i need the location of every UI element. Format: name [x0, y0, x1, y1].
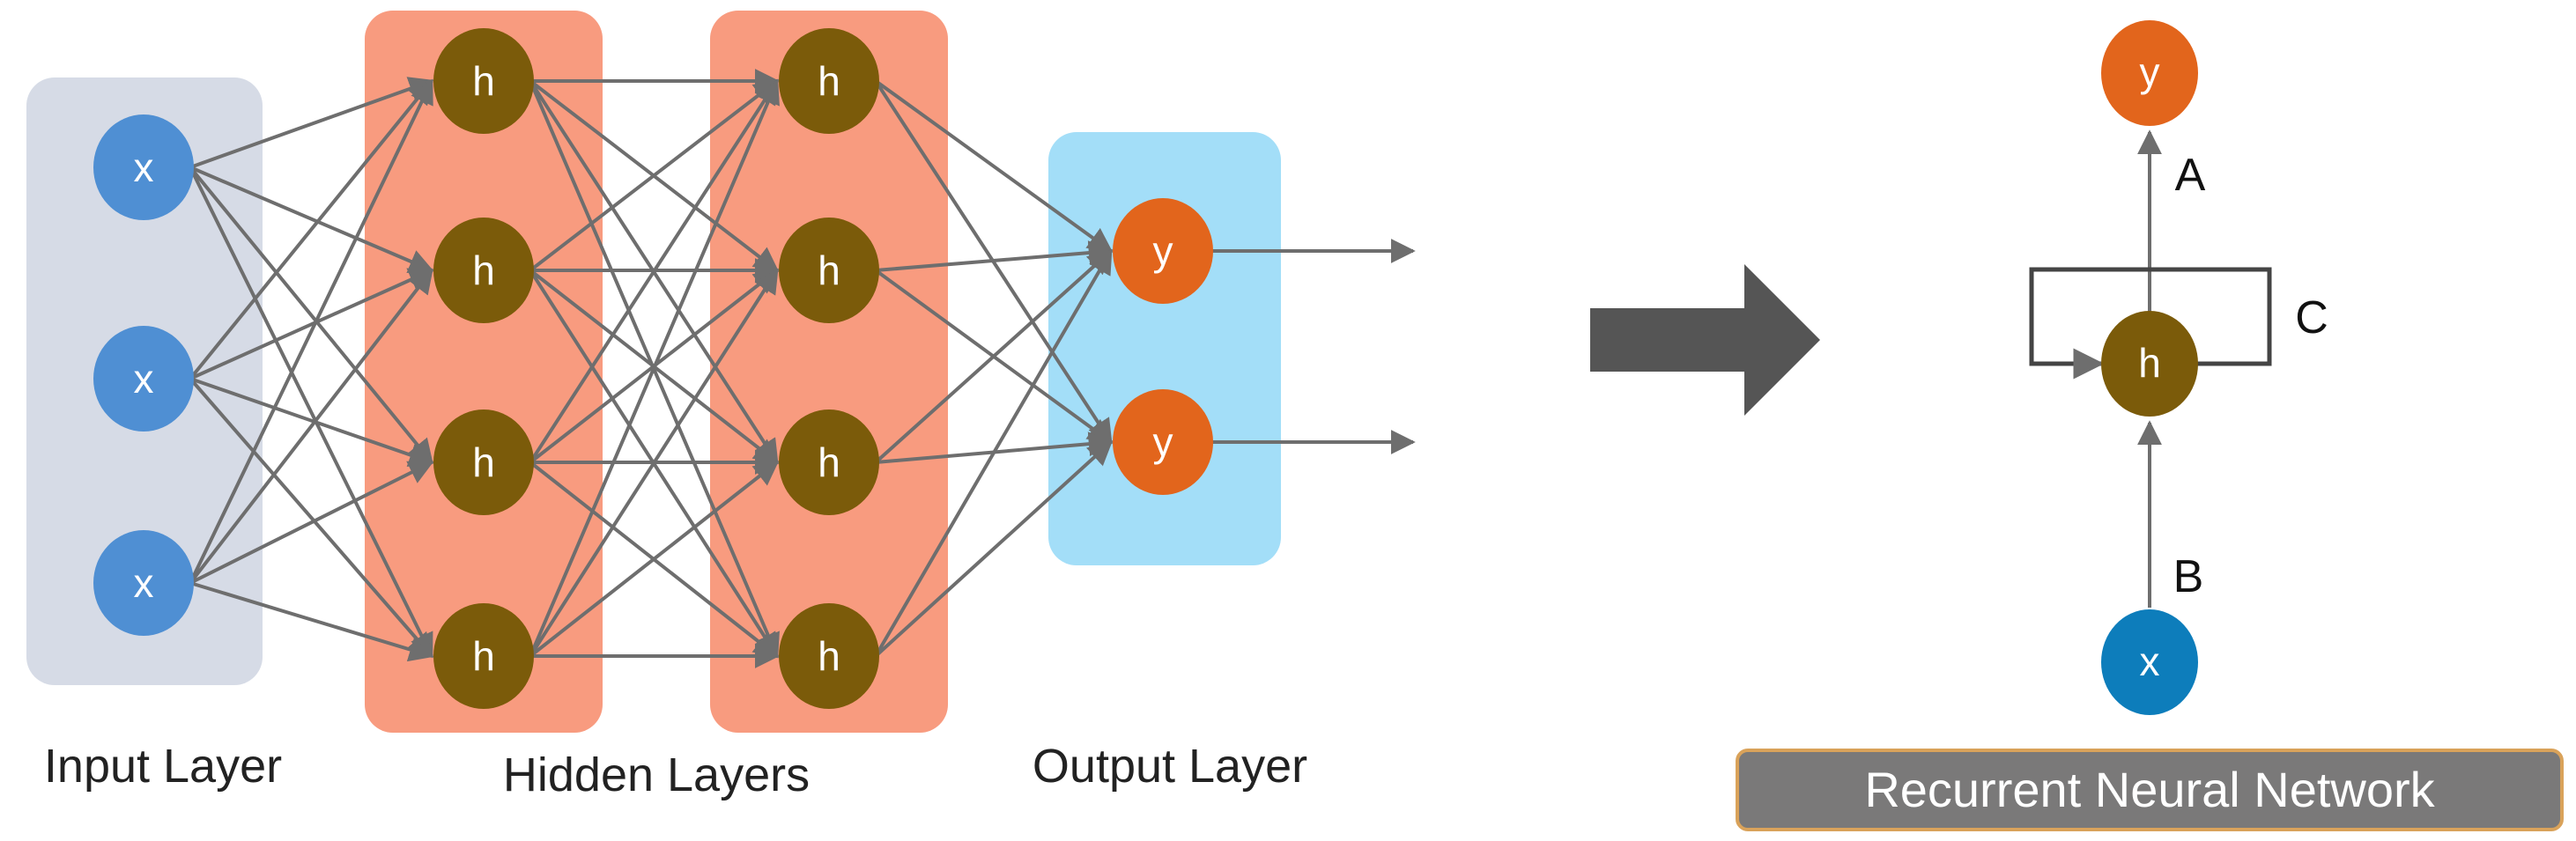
connection-input-node-1-to-hidden-layer-1-node-1 — [189, 77, 434, 169]
connection-hidden-layer-1-node-4-to-hidden-layer-2-node-2 — [529, 268, 779, 658]
hidden-layer-2-node-4 — [779, 603, 879, 709]
hidden-layer-2-node-3 — [779, 409, 879, 515]
hidden-layer-2-node-4-label: h — [818, 633, 840, 679]
connection-input-node-3-to-hidden-layer-1-node-1 — [189, 78, 433, 584]
connection-input-node-3-to-hidden-layer-1-node-4 — [189, 581, 434, 662]
rnn-edge-c-label: C — [2295, 292, 2328, 343]
hidden-layer-1-node-2 — [433, 218, 534, 323]
output-node-1-label: y — [1153, 228, 1173, 274]
connection-hidden-layer-2-node-1-to-output-node-1 — [874, 79, 1114, 253]
input-node-3-label: x — [134, 560, 154, 606]
hidden-layer-1-node-1-label: h — [472, 58, 495, 104]
hidden-layer-1-node-2-label: h — [472, 247, 495, 293]
connection-input-node-3-to-hidden-layer-1-node-2 — [189, 268, 433, 585]
connection-input-node-1-to-hidden-layer-1-node-2 — [189, 166, 434, 273]
transition-arrow — [1590, 264, 1820, 416]
input-node-1-label: x — [134, 144, 154, 190]
hidden-layer-1-panel — [365, 11, 603, 733]
hidden-layer-1-node-3-label: h — [472, 439, 495, 485]
connection-hidden-layer-1-node-4-to-hidden-layer-2-node-1 — [529, 78, 780, 657]
rnn-input-node-label: x — [2140, 638, 2160, 684]
connection-input-node-2-to-hidden-layer-1-node-2 — [189, 268, 434, 380]
input-node-2 — [93, 326, 194, 432]
rnn-title-bar — [1736, 749, 2564, 831]
input-node-1 — [93, 114, 194, 220]
rnn-output-node-label: y — [2140, 49, 2160, 95]
output-layer-label: Output Layer — [1033, 740, 1307, 793]
output-node-2 — [1113, 389, 1213, 495]
input-layer-label: Input Layer — [44, 740, 282, 793]
rnn-hidden-node-label: h — [2138, 340, 2161, 386]
rnn-recurrent-loop — [2029, 267, 2272, 380]
connection-input-node-2-to-hidden-layer-1-node-4 — [189, 377, 433, 659]
input-node-3 — [93, 530, 194, 636]
feedforward-connections — [189, 69, 1114, 668]
rnn-edge-a-label: A — [2175, 150, 2206, 201]
connection-hidden-layer-2-node-3-to-output-node-1 — [874, 249, 1114, 464]
connection-input-node-3-to-hidden-layer-1-node-3 — [189, 461, 434, 585]
connection-hidden-layer-1-node-2-to-hidden-layer-2-node-1 — [529, 79, 780, 272]
connection-input-node-2-to-hidden-layer-1-node-3 — [189, 377, 434, 467]
connection-input-node-1-to-hidden-layer-1-node-3 — [189, 166, 433, 465]
connection-hidden-layer-2-node-4-to-output-node-1 — [874, 248, 1113, 658]
hidden-layer-2-node-3-label: h — [818, 439, 840, 485]
hidden-layer-2-node-2 — [779, 218, 879, 323]
hidden-layer-2-panel — [710, 11, 948, 733]
connection-hidden-layer-1-node-3-to-hidden-layer-2-node-1 — [529, 78, 779, 464]
hidden-layer-1-node-4 — [433, 603, 534, 709]
rnn-output-node — [2101, 20, 2198, 126]
hidden-layer-2-node-1-label: h — [818, 58, 840, 104]
output-node-1 — [1113, 198, 1213, 304]
connection-hidden-layer-2-node-4-to-output-node-2 — [874, 440, 1114, 658]
output-node-2-label: y — [1153, 419, 1173, 465]
input-node-2-label: x — [134, 356, 154, 402]
connection-hidden-layer-1-node-4-to-hidden-layer-2-node-3 — [529, 461, 780, 658]
hidden-layer-1-node-1 — [433, 28, 534, 134]
hidden-layer-2-node-1 — [779, 28, 879, 134]
hidden-layer-2-node-2-label: h — [818, 247, 840, 293]
rnn-hidden-node — [2101, 311, 2198, 417]
hidden-layers-label: Hidden Layers — [503, 749, 810, 801]
connection-input-node-2-to-hidden-layer-1-node-1 — [189, 78, 433, 380]
hidden-layer-1-node-4-label: h — [472, 633, 495, 679]
rnn-edge-b-label: B — [2173, 551, 2204, 602]
feedforward-nodes: x x x h h h h h h h h y y — [93, 28, 1213, 709]
rnn-input-node — [2101, 609, 2198, 715]
connection-input-node-1-to-hidden-layer-1-node-4 — [189, 166, 433, 659]
rnn-title: Recurrent Neural Network — [1864, 762, 2435, 817]
connection-hidden-layer-2-node-2-to-output-node-1 — [875, 240, 1114, 272]
output-layer-panel — [1048, 132, 1281, 565]
hidden-layer-1-node-3 — [433, 409, 534, 515]
